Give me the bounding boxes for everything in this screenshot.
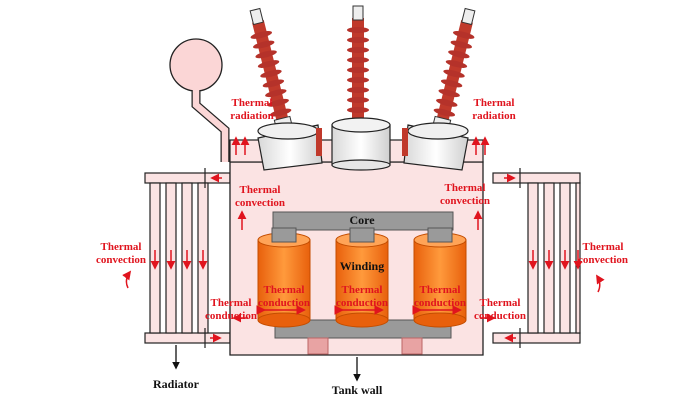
label-tank-wall: Tank wall — [331, 383, 383, 397]
winding-left — [257, 227, 311, 328]
bushing-center — [347, 5, 369, 122]
heat-arrows — [122, 136, 605, 343]
winding-center — [335, 227, 389, 328]
bushing-left — [249, 7, 293, 131]
bushing-turrets — [257, 117, 469, 171]
winding-right — [413, 227, 467, 328]
core-frame — [272, 211, 454, 339]
pointer-arrows — [172, 345, 361, 382]
conservator-tank — [169, 38, 230, 162]
small-bushings — [316, 128, 408, 156]
label-winding: Winding — [339, 259, 385, 273]
supports — [307, 337, 423, 355]
label-radiator: Radiator — [153, 377, 199, 391]
label-core: Core — [349, 213, 375, 227]
